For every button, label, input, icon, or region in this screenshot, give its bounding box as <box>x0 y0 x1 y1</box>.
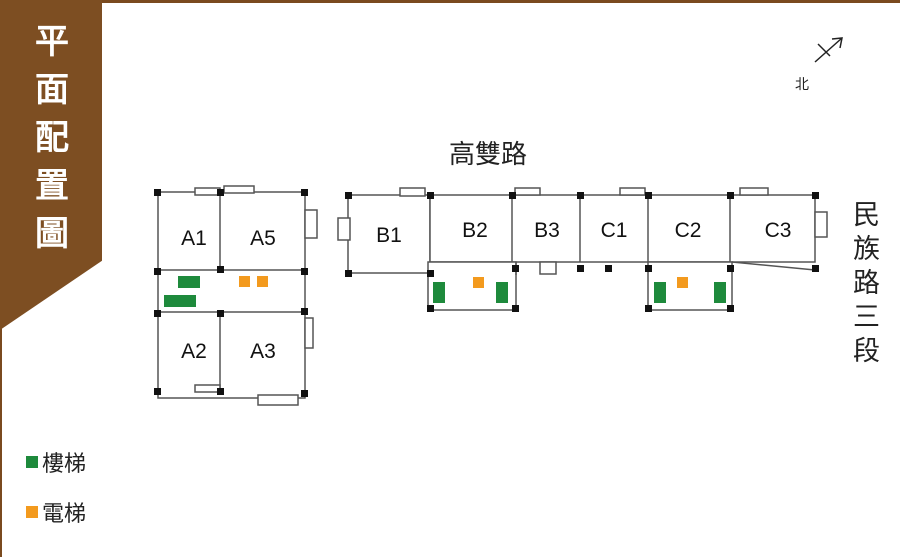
stairs <box>164 276 726 307</box>
unit-a1: A1 <box>181 227 207 250</box>
unit-c3: C3 <box>765 219 792 242</box>
unit-b1: B1 <box>376 224 402 247</box>
elevator-icon <box>257 276 268 287</box>
stair-icon <box>496 282 508 303</box>
unit-b2: B2 <box>462 219 488 242</box>
title-char: 配 <box>35 118 69 158</box>
title-char: 圖 <box>35 214 69 254</box>
road-label-top: 高雙路 <box>449 140 528 170</box>
elevator-icon <box>677 277 688 288</box>
legend-label: 樓梯 <box>42 452 87 477</box>
elevator-icon <box>239 276 250 287</box>
north-label: 北 <box>795 77 809 93</box>
building-a-outline <box>157 191 306 399</box>
unit-a3: A3 <box>250 340 276 363</box>
unit-a2: A2 <box>181 340 207 363</box>
page-title: 平 面 配 置 圖 <box>30 18 74 258</box>
legend-elevator: 電梯 <box>26 496 86 528</box>
unit-a5: A5 <box>250 227 276 250</box>
stair-icon <box>178 276 200 288</box>
top-border <box>0 0 900 3</box>
legend-label: 電梯 <box>42 502 87 527</box>
unit-c1: C1 <box>601 219 628 242</box>
road-label-right: 民族路三段 <box>848 200 879 370</box>
stair-icon <box>164 295 196 307</box>
title-char: 置 <box>35 166 69 206</box>
building-bc-outline <box>429 194 816 263</box>
stair-swatch-icon <box>26 456 38 468</box>
stair-icon <box>433 282 445 303</box>
elevator-swatch-icon <box>26 506 38 518</box>
elevator-icon <box>473 277 484 288</box>
stair-icon <box>714 282 726 303</box>
north-arrow-icon <box>814 37 843 63</box>
elevators <box>239 276 688 288</box>
stair-icon <box>654 282 666 303</box>
unit-c2: C2 <box>675 219 702 242</box>
title-char: 面 <box>35 70 69 110</box>
unit-b3: B3 <box>534 219 560 242</box>
title-char: 平 <box>35 22 69 62</box>
legend-stairs: 樓梯 <box>26 446 86 478</box>
